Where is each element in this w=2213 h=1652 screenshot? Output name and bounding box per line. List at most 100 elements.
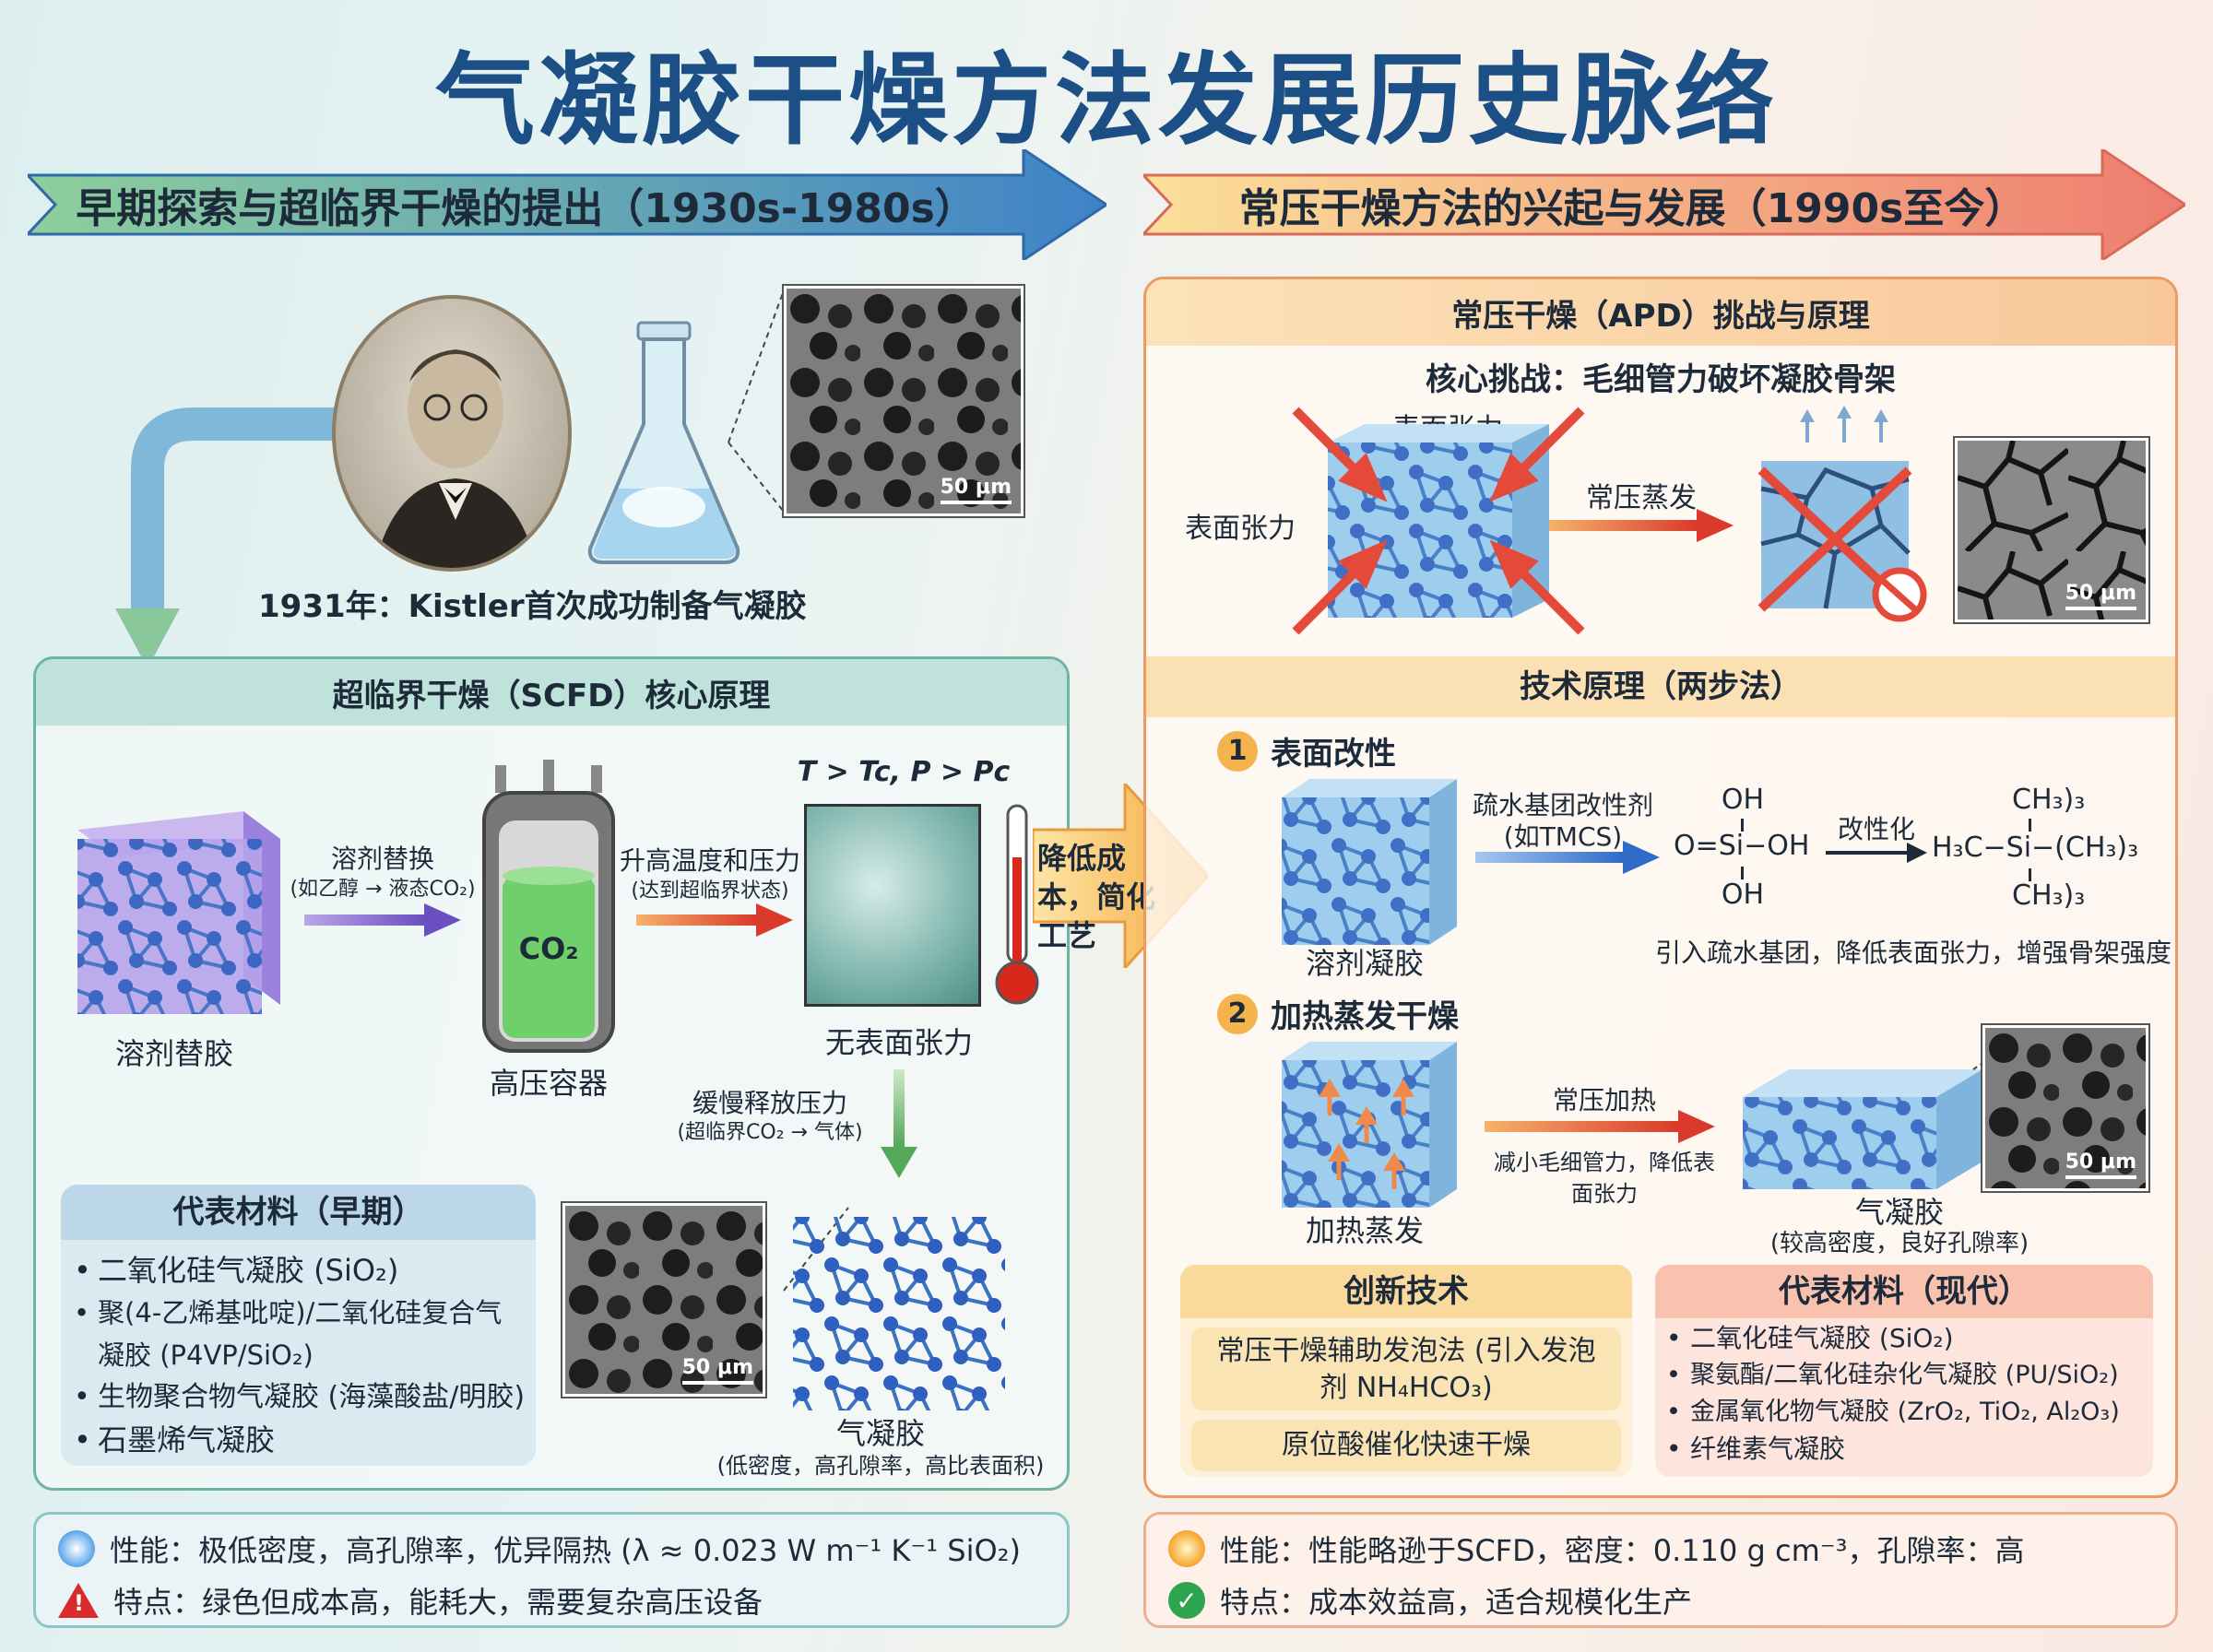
modern-materials-box: 代表材料（现代） 二氧化硅气凝胶 (SiO₂) 聚氨酯/二氧化硅杂化气凝胶 (P… (1655, 1265, 2153, 1477)
list-item: 二氧化硅气凝胶 (SiO₂) (1666, 1320, 2148, 1357)
step1-title: 表面改性 (1271, 736, 1396, 773)
arrow-reaction (1826, 843, 1927, 863)
banner-arrow-left (28, 149, 1106, 260)
left-feature-row: ! 特点：绿色但成本高，能耗大，需要复杂高压设备 (58, 1579, 763, 1622)
list-item: 纤维素气凝胶 (1666, 1431, 2148, 1468)
tms-top: CH₃)₃ (2012, 784, 2086, 816)
right-performance: 性能：性能略逊于SCFD，密度：0.110 g cm⁻³，孔隙率：高 (1220, 1533, 2025, 1568)
tms-bottom: CH₃)₃ (2012, 879, 2086, 912)
thermometer-icon (995, 804, 1039, 1005)
sem-image-cracked: 50 μm (1955, 438, 2148, 622)
check-icon: ✓ (1168, 1582, 1205, 1619)
early-materials-box: 代表材料（早期） 二氧化硅气凝胶 (SiO₂) 聚(4-乙烯基吡啶)/二氧化硅复… (61, 1185, 536, 1466)
step1-title-row: 1 表面改性 (1217, 728, 1396, 773)
list-item: 聚氨酯/二氧化硅杂化气凝胶 (PU/SiO₂) (1666, 1357, 2148, 1394)
scale-bar: 50 μm (681, 1356, 753, 1385)
heat-label: 常压加热 (1552, 1085, 1656, 1115)
collapsed-gel-icon (1757, 406, 1927, 622)
step2-sub: (达到超临界状态) (631, 879, 789, 903)
bond-line (1741, 867, 1744, 879)
modifier-sub: (如TMCS) (1503, 821, 1623, 852)
left-summary-box: 性能：极低密度，高孔隙率，优异隔热 (λ ≈ 0.023 W m⁻¹ K⁻¹ S… (33, 1512, 1070, 1628)
early-materials-header: 代表材料（早期） (61, 1185, 536, 1240)
heat-sub: 减小毛细管力，降低表面张力 (1494, 1150, 1715, 1207)
silanol-mid: O=Si−OH (1674, 830, 1810, 862)
sem-texture (565, 1206, 763, 1394)
arrow-step1 (304, 903, 461, 937)
bond-line (1741, 819, 1744, 832)
scfd-gel-label: 溶剂替胶 (114, 1036, 233, 1071)
modern-materials-list: 二氧化硅气凝胶 (SiO₂) 聚氨酯/二氧化硅杂化气凝胶 (PU/SiO₂) 金… (1655, 1318, 2153, 1468)
silanol-oh-bottom: OH (1721, 879, 1765, 911)
arrow-evaporation (1549, 509, 1734, 542)
innovation-header: 创新技术 (1180, 1265, 1632, 1318)
flask-icon (587, 321, 740, 564)
portrait-figure-icon (373, 349, 538, 568)
zoom-lines (728, 289, 785, 513)
sem-image-early: 50 μm (784, 286, 1024, 516)
right-feature-row: ✓ 特点：成本效益高，适合规模化生产 (1168, 1579, 1692, 1622)
right-feature: 特点：成本效益高，适合规模化生产 (1220, 1585, 1693, 1620)
arrow-step3 (881, 1069, 917, 1178)
step2-label: 升高温度和压力 (619, 845, 800, 876)
list-item: 金属氧化物气凝胶 (ZrO₂, TiO₂, Al₂O₃) (1666, 1394, 2148, 1431)
silanol-oh-top: OH (1721, 784, 1765, 816)
step2-title: 加热蒸发干燥 (1271, 998, 1459, 1035)
step2-gel-label: 加热蒸发 (1305, 1213, 1424, 1248)
sem-texture (1985, 1028, 2146, 1188)
vessel-co2-label: CO₂ (518, 931, 579, 966)
sem-texture (1958, 441, 2146, 620)
sparkle-icon (58, 1530, 95, 1567)
aerogel-sub: (低密度，高孔隙率，高比表面积) (716, 1453, 1045, 1479)
list-item: 聚(4-乙烯基吡啶)/二氧化硅复合气凝胶 (P4VP/SiO₂) (74, 1292, 527, 1376)
left-performance-row: 性能：极低密度，高孔隙率，优异隔热 (λ ≈ 0.023 W m⁻¹ K⁻¹ S… (58, 1528, 1021, 1570)
page-title: 气凝胶干燥方法发展历史脉络 (434, 43, 1778, 159)
innovation-box: 创新技术 常压干燥辅助发泡法 (引入发泡剂 NH₄HCO₃) 原位酸催化快速干燥 (1180, 1265, 1632, 1477)
modern-materials-header: 代表材料（现代） (1655, 1265, 2153, 1318)
kistler-caption: 1931年：Kistler首次成功制备气凝胶 (258, 588, 807, 625)
kistler-portrait (332, 295, 572, 572)
step2-title-row: 2 加热蒸发干燥 (1217, 991, 1459, 1036)
sem-image-scfd: 50 μm (562, 1203, 765, 1397)
supercritical-condition: T > Tc, P > Pc (797, 756, 1011, 788)
step1-result: 引入疏水基团，降低表面张力，增强骨架强度 (1655, 938, 2172, 968)
heating-gel-cube (1282, 1042, 1457, 1208)
bond-line (2029, 868, 2031, 881)
no-tension-label: 无表面张力 (824, 1025, 973, 1060)
step1-sub: (如乙醇 → 液态CO₂) (290, 878, 476, 901)
left-era-label: 早期探索与超临界干燥的提出（1930s-1980s） (76, 185, 976, 232)
flow-arrow-curve (115, 407, 341, 668)
supercritical-fluid-box (804, 804, 981, 1007)
evaporation-label: 常压蒸发 (1586, 482, 1697, 514)
sem-texture (787, 289, 1021, 513)
step3-sub: (超临界CO₂ → 气体) (677, 1121, 863, 1144)
right-performance-row: 性能：性能略逊于SCFD，密度：0.110 g cm⁻³，孔隙率：高 (1168, 1528, 2024, 1570)
arrow-step2 (636, 903, 793, 937)
list-item: 二氧化硅气凝胶 (SiO₂) (74, 1249, 527, 1292)
right-era-label: 常压干燥方法的兴起与发展（1990s至今） (1238, 185, 2026, 232)
transition-label: 降低成本，简化工艺 (1037, 841, 1156, 953)
innovation-item-2: 原位酸催化快速干燥 (1191, 1420, 1621, 1471)
step1-label: 溶剂替换 (330, 844, 434, 874)
step2-result-label: 气凝胶 (1854, 1195, 1944, 1230)
left-era-banner: 早期探索与超临界干燥的提出（1930s-1980s） (28, 149, 1106, 260)
scale-bar: 50 μm (2065, 1150, 2136, 1179)
warning-icon: ! (58, 1583, 99, 1618)
right-era-banner: 常压干燥方法的兴起与发展（1990s至今） (1143, 149, 2185, 260)
scale-bar: 50 μm (2065, 582, 2136, 610)
sun-icon (1168, 1530, 1205, 1567)
arrow-heating (1485, 1110, 1715, 1143)
left-performance: 性能：极低密度，高孔隙率，优异隔热 (λ ≈ 0.023 W m⁻¹ K⁻¹ S… (110, 1533, 1021, 1568)
tms-mid: H₃C−Si−(CH₃)₃ (1932, 832, 2139, 864)
aerogel-network-icon (783, 1207, 1005, 1410)
dried-aerogel-slab (1743, 1060, 1988, 1189)
principle-header: 技术原理（两步法） (1146, 656, 2175, 717)
gel-cube-purple (77, 811, 280, 1014)
reaction-label: 改性化 (1837, 814, 1915, 844)
step3-label: 缓慢释放压力 (692, 1088, 847, 1118)
step-number-badge: 1 (1217, 730, 1258, 772)
right-summary-box: 性能：性能略逊于SCFD，密度：0.110 g cm⁻³，孔隙率：高 ✓ 特点：… (1143, 1512, 2178, 1628)
step-number-badge: 2 (1217, 993, 1258, 1034)
innovation-item-1: 常压干燥辅助发泡法 (引入发泡剂 NH₄HCO₃) (1191, 1328, 1621, 1410)
step1-gel-label: 溶剂凝胶 (1305, 946, 1424, 981)
